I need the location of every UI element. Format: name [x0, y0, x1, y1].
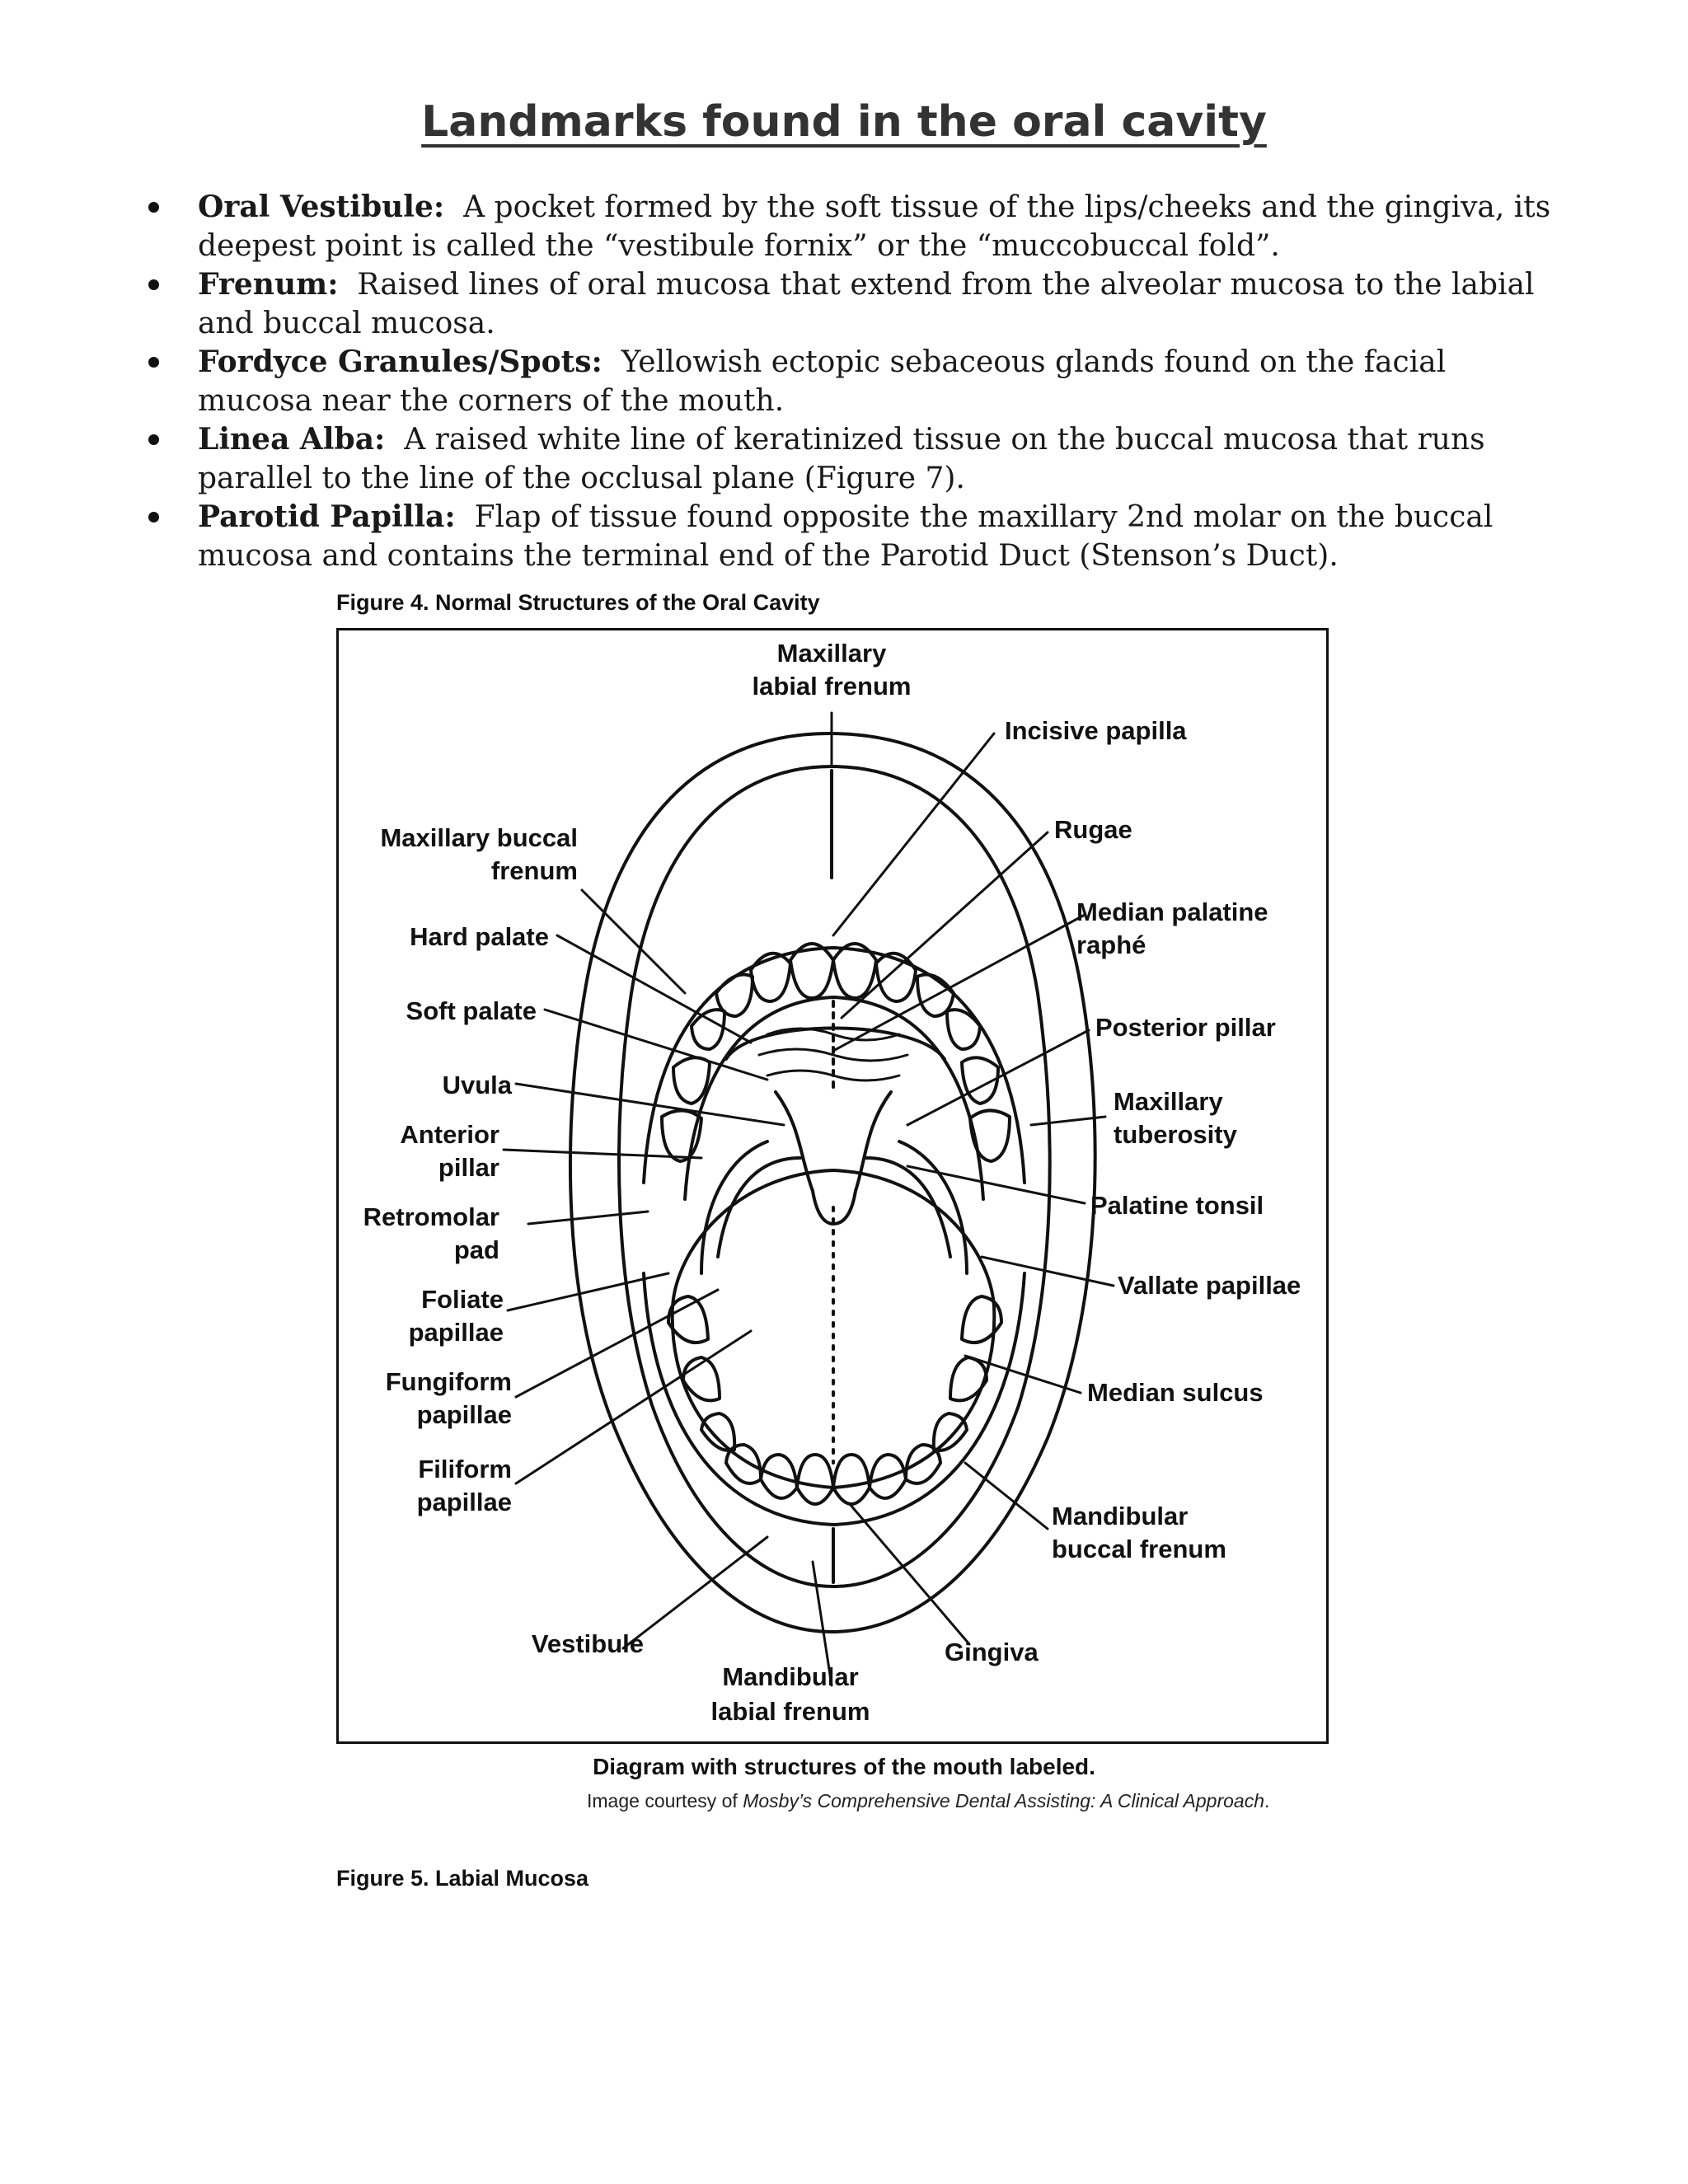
bullet-icon [148, 357, 159, 368]
bullet-term: Linea Alba: [198, 422, 386, 457]
bullet-term: Frenum: [198, 267, 339, 302]
outer-lip-outline [569, 732, 1097, 1633]
bullet-text: A pocket formed by the soft tissue of th… [198, 190, 1551, 263]
label-vallate-papillae: Vallate papillae [1118, 1271, 1301, 1300]
bullet-icon [148, 279, 159, 290]
bullet-term: Parotid Papilla: [198, 499, 456, 534]
posterior-pillar-left [700, 1140, 769, 1275]
label-vestibule: Vestibule [532, 1629, 644, 1658]
list-item: Linea Alba: A raised white line of kerat… [148, 420, 1566, 498]
list-item: Oral Vestibule: A pocket formed by the s… [148, 188, 1566, 265]
bullet-text: A raised white line of keratinized tissu… [198, 423, 1485, 495]
bullet-term: Fordyce Granules/Spots: [198, 344, 603, 379]
credit-suffix: . [1264, 1790, 1270, 1811]
label-uvula: Uvula [443, 1071, 513, 1099]
upper-dental-arch [642, 946, 1026, 1184]
rugae-lines [757, 1027, 909, 1082]
figure-4-caption: Diagram with structures of the mouth lab… [593, 1754, 1095, 1779]
landmark-list: Oral Vestibule: A pocket formed by the s… [148, 188, 1566, 575]
figure-5-label: Figure 5. Labial Mucosa [336, 1866, 589, 1891]
bullet-term: Oral Vestibule: [198, 190, 445, 224]
posterior-pillar-right [898, 1140, 968, 1275]
credit-source: Mosby’s Comprehensive Dental Assisting: … [743, 1790, 1264, 1811]
list-item: Frenum: Raised lines of oral mucosa that… [148, 265, 1566, 343]
inner-mouth-outline [617, 765, 1052, 1588]
page-title: Landmarks found in the oral cavity [421, 97, 1267, 147]
label-incisive-papilla: Incisive papilla [1005, 716, 1187, 745]
bullet-icon [148, 512, 159, 523]
bullet-icon [148, 434, 159, 445]
bullet-icon [148, 202, 159, 213]
label-palatine-tonsil: Palatine tonsil [1090, 1191, 1264, 1220]
label-rugae: Rugae [1054, 815, 1132, 844]
leader-lines [502, 711, 1115, 1687]
credit-prefix: Image courtesy of [587, 1790, 738, 1811]
label-hard-palate: Hard palate [410, 922, 549, 951]
figure-4-credit: Image courtesy of Mosby’s Comprehensive … [587, 1790, 1269, 1812]
upper-teeth [660, 942, 1011, 1163]
label-soft-palate: Soft palate [406, 996, 537, 1025]
label-gingiva: Gingiva [945, 1638, 1039, 1666]
lower-dental-arch [642, 1272, 1026, 1526]
tongue-outline [670, 1169, 996, 1489]
list-item: Fordyce Granules/Spots: Yellowish ectopi… [148, 343, 1566, 420]
label-median-sulcus: Median sulcus [1087, 1378, 1264, 1407]
label-posterior-pillar: Posterior pillar [1095, 1013, 1276, 1042]
bullet-text: Flap of tissue found opposite the maxill… [198, 500, 1493, 573]
bullet-text: Yellowish ectopic sebaceous glands found… [198, 345, 1447, 418]
figure-4-label: Figure 4. Normal Structures of the Oral … [336, 590, 820, 615]
bullet-text: Raised lines of oral mucosa that extend … [198, 268, 1535, 340]
list-item: Parotid Papilla: Flap of tissue found op… [148, 498, 1566, 575]
anterior-pillar-left [716, 1156, 802, 1258]
anterior-pillar-right [865, 1156, 952, 1258]
